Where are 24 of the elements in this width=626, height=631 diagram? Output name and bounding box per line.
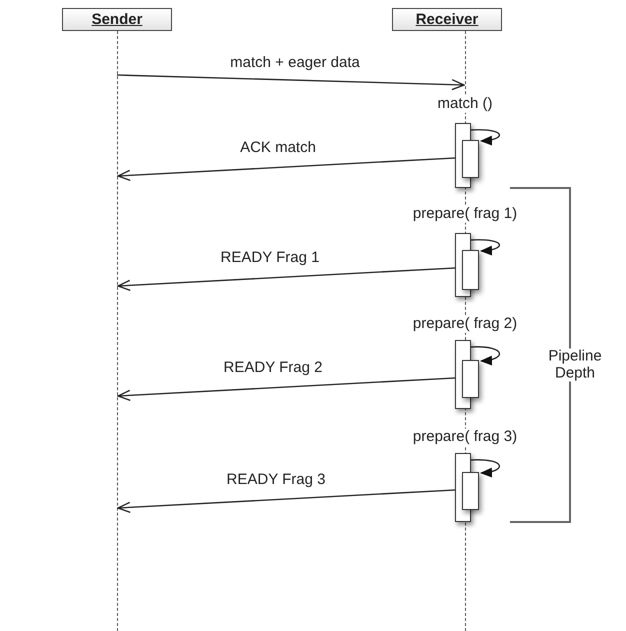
self-call-arrow (470, 346, 500, 366)
lifeline (117, 31, 119, 631)
participant-box: Sender (62, 8, 172, 31)
message-arrow (117, 157, 456, 181)
participant-box: Receiver (392, 8, 502, 31)
activation-bar (462, 250, 479, 290)
activation-bar (462, 472, 479, 510)
call-label: prepare( frag 1) (410, 206, 520, 222)
self-call-arrow (470, 239, 500, 256)
message-arrow (117, 267, 456, 291)
message-arrow (116, 74, 465, 90)
self-call-arrow (470, 459, 500, 478)
message-label: READY Frag 3 (224, 472, 328, 488)
message-arrow (117, 489, 456, 513)
message-arrow (117, 377, 456, 401)
message-label: match + eager data (228, 54, 362, 72)
activation-bar (462, 360, 479, 398)
call-label: prepare( frag 3) (410, 428, 520, 446)
message-label: READY Frag 1 (218, 250, 322, 266)
message-label: READY Frag 2 (222, 360, 324, 376)
self-call-arrow (470, 129, 500, 146)
call-label: match () (436, 96, 494, 112)
call-label: prepare( frag 2) (410, 316, 520, 332)
activation-bar (462, 140, 479, 178)
